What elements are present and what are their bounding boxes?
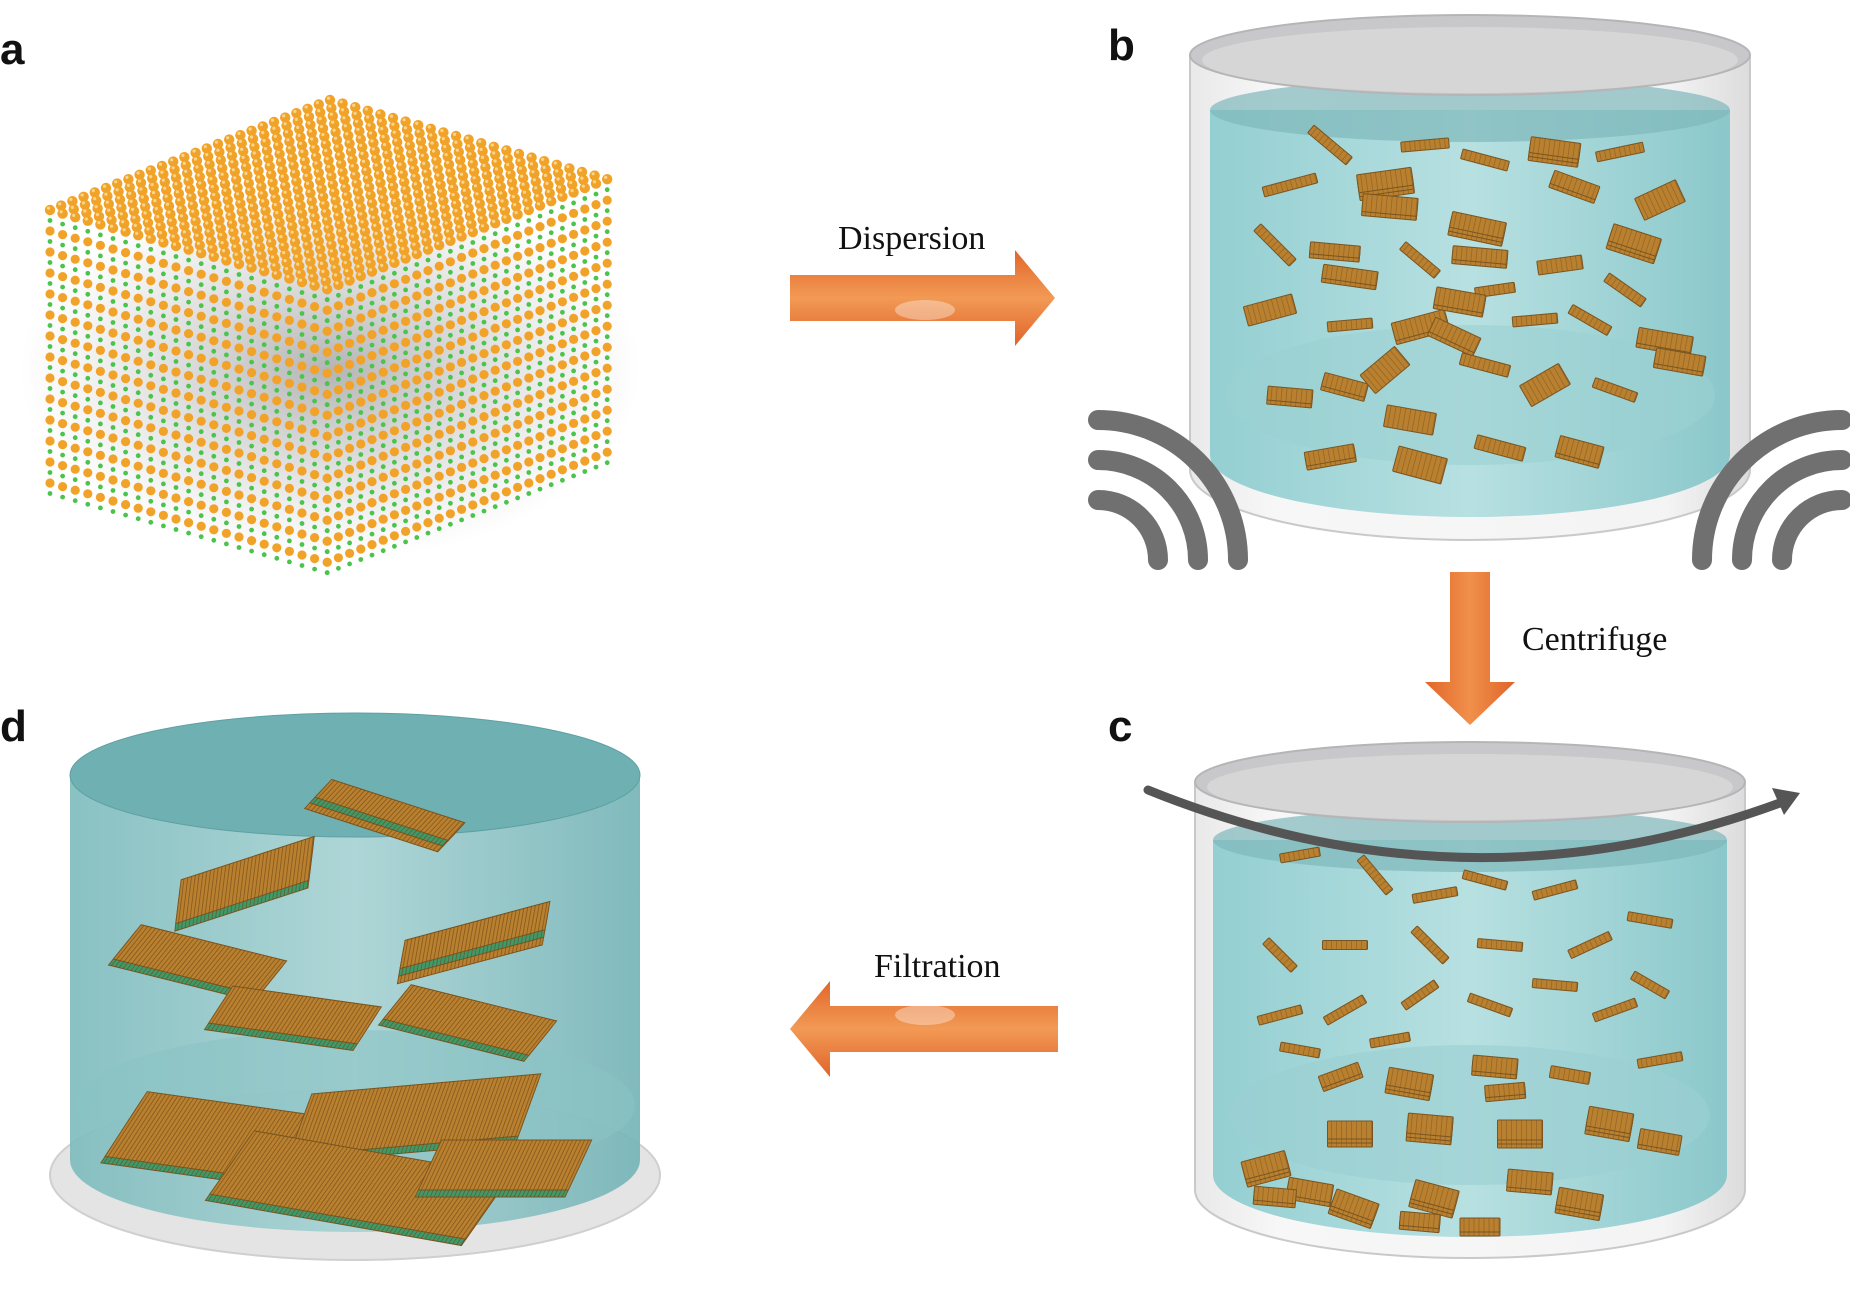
panel-label-a: a <box>0 25 25 74</box>
panel-label-c: c <box>1108 702 1133 751</box>
step-label-centrifuge: Centrifuge <box>1522 621 1668 658</box>
rotation-arrow-icon <box>1143 785 1800 863</box>
step-label-filtration: Filtration <box>874 948 1001 985</box>
panel-label-d: d <box>0 702 27 751</box>
beaker-c <box>1194 741 1746 1259</box>
filter-container-d <box>49 712 661 1261</box>
ultrasonic-wave-icon-left <box>1088 410 1248 570</box>
beaker-b <box>1189 14 1751 541</box>
dispersion-arrow <box>790 250 1055 346</box>
filtration-arrow <box>790 981 1058 1077</box>
ultrasonic-wave-icon-right <box>1692 410 1850 570</box>
step-label-dispersion: Dispersion <box>838 220 986 257</box>
panel-label-b: b <box>1108 21 1135 70</box>
centrifuge-arrow <box>1425 572 1515 725</box>
bulk-crystal <box>20 94 640 576</box>
